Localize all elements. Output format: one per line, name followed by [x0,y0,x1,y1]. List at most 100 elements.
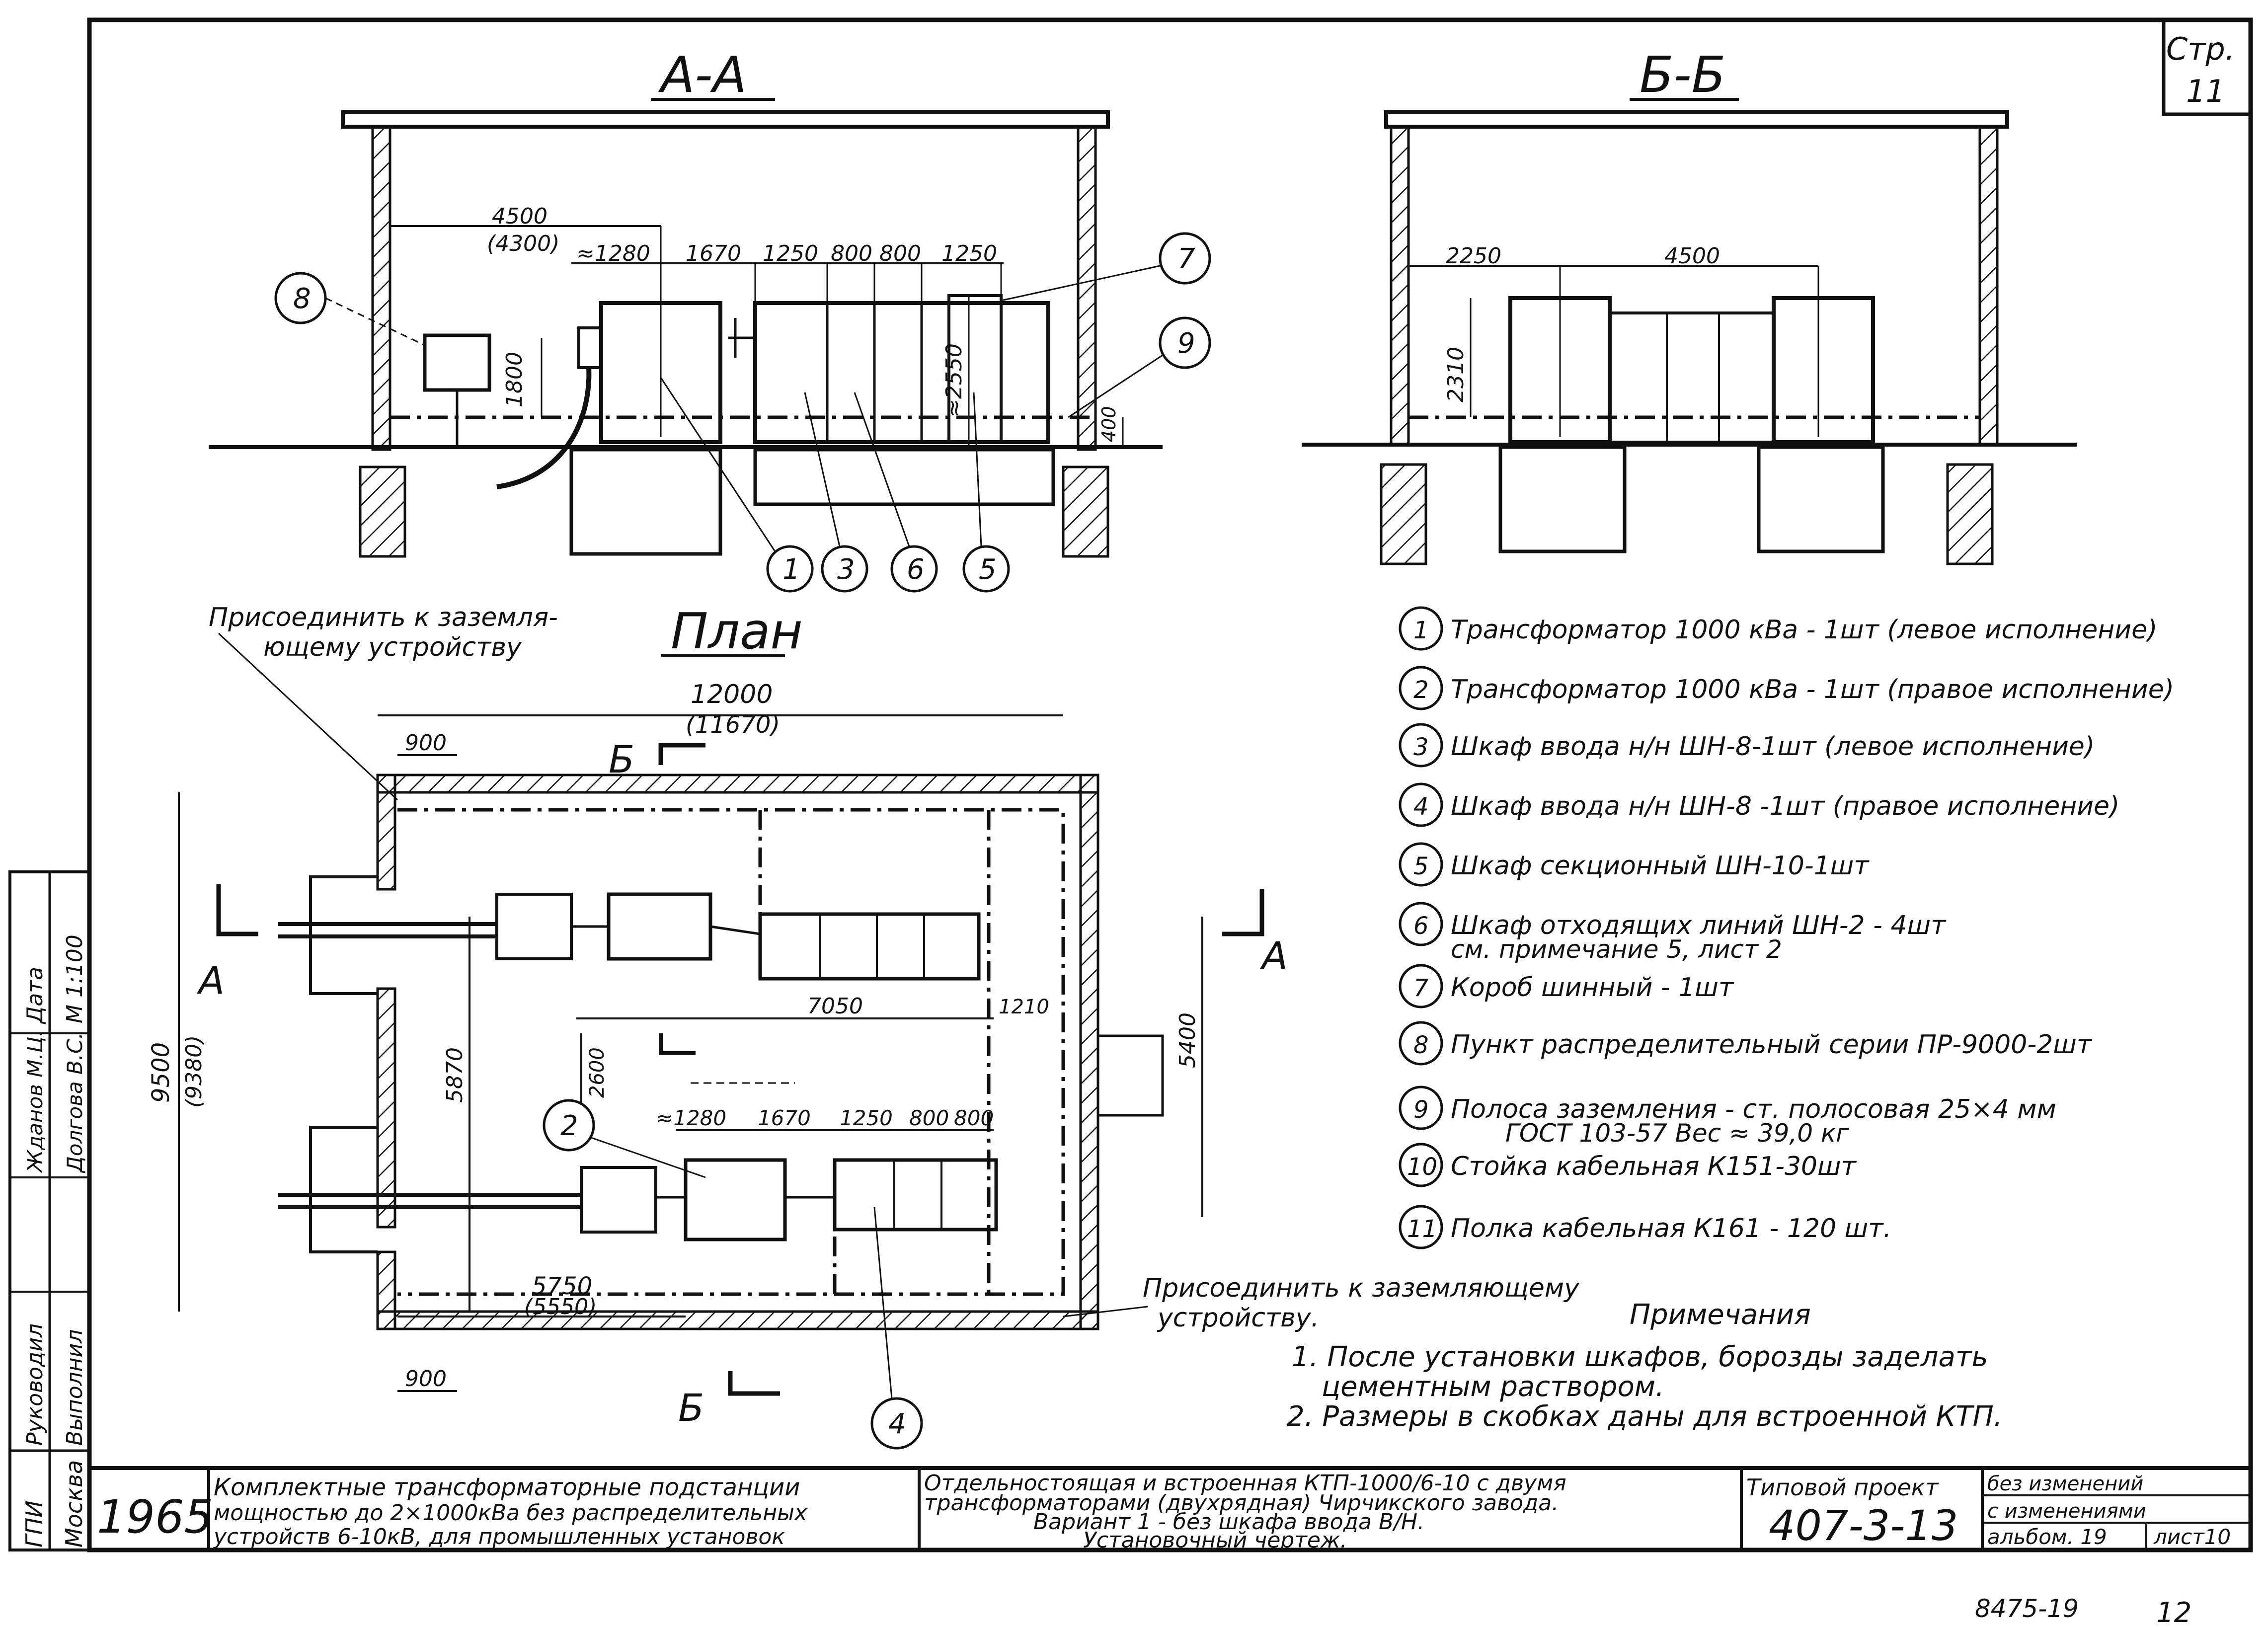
dim-plan-7050: 7050 [807,994,863,1019]
callout-2: 2 [543,1099,706,1178]
legend-subtext: см. примечание 5, лист 2 [1451,935,1782,964]
tb-desc-1: Комплектные трансформаторные подстанции [214,1473,800,1501]
ground-note-top-2: ющему устройству [263,632,522,662]
dim-aa-0: 4500 [492,204,547,229]
svg-text:7: 7 [1177,243,1195,275]
dim-plan-1250: 1250 [840,1106,893,1130]
dim-plan-1670: 1670 [758,1106,811,1130]
bottom-code: 8475-19 [1975,1594,2079,1623]
legend-text: Трансформатор 1000 кВа - 1шт (правое исп… [1451,675,2174,704]
section-aa-title: А-А [658,46,747,104]
dim-aa-8: 1800 [502,352,527,407]
dim-plan-800b: 800 [954,1106,994,1130]
ground-note-top-1: Присоединить к заземля- [209,603,558,632]
dim-aa-1: (4300) [487,231,559,256]
legend-number-circle [1399,1143,1443,1187]
note-1b: цементным раствором. [1322,1371,1664,1403]
tb-desc-2: мощностью до 2×1000кВа без распределител… [214,1500,808,1526]
dim-aa-7: 1250 [941,241,997,266]
mark-a-right: А [1259,933,1288,978]
dim-bb-2: 2310 [1443,347,1469,402]
legend-text: Полоса заземления - ст. полосовая 25×4 м… [1451,1094,2056,1124]
dim-aa-2: ≈1280 [576,241,650,266]
dim-plan-900-top: 900 [405,730,447,756]
section-aa: А-А [209,46,1211,593]
dim-plan-800a: 800 [909,1106,949,1130]
ground-note-bottom-2: устройству. [1157,1303,1319,1333]
svg-text:9: 9 [1177,327,1195,360]
dim-plan-1210: 1210 [999,996,1049,1018]
dim-plan-900-bottom: 900 [405,1366,447,1392]
dim-plan-2600: 2600 [586,1047,609,1098]
dim-plan-length: 12000 [691,680,773,709]
legend-item: 9 Полоса заземления - ст. полосовая 25×4 … [1399,1085,2056,1148]
legend-number: 7 [1413,974,1429,1002]
legend-number-circle [1399,902,1443,946]
dim-bb-0: 2250 [1446,243,1501,269]
tb-album: альбом. 19 [1987,1525,2107,1549]
bottom-page: 12 [2156,1597,2191,1627]
dim-plan-1280: ≈1280 [656,1106,726,1130]
strip-col-1: М 1:100 [62,934,87,1023]
strip-name-1: Долгова В.С. [63,1032,87,1173]
legend-number-circle [1399,723,1443,768]
legend-text: Полка кабельная К161 - 120 шт. [1451,1214,1891,1243]
callout-4: 4 [870,1207,923,1450]
tb-project-number: 407-3-13 [1769,1501,1958,1550]
legend-number-circle [1399,782,1443,827]
legend-number: 6 [1413,912,1429,940]
tb-year: 1965 [97,1490,213,1544]
dim-aa-6: 800 [879,241,921,266]
legend-item: 2 Трансформатор 1000 кВа - 1шт (правое ис… [1399,666,2174,710]
dim-aa-4: 1250 [763,241,818,266]
dim-plan-width: 9500 [147,1042,175,1103]
strip-row-1: Выполнил [62,1329,87,1446]
legend-number-circle [1399,964,1443,1008]
callout-5: 5 [962,392,1010,593]
legend-number: 5 [1413,852,1429,880]
notes-title: Примечания [1630,1299,1811,1331]
dim-plan-5400: 5400 [1175,1012,1200,1068]
tb-drawing-1: Отдельностоящая и встроенная КТП-1000/6-… [924,1471,1566,1496]
tb-with-changes: с изменениями [1987,1500,2146,1523]
legend-number: 9 [1413,1096,1429,1124]
tb-drawing-4: Установочный чертеж. [1083,1528,1347,1553]
legend-text: Шкаф ввода н/н ШН-8-1шт (левое исполнени… [1451,732,2095,762]
legend-text: Шкаф отходящих линий ШН-2 - 4шт [1451,911,1947,940]
legend-number: 8 [1413,1031,1429,1059]
page-number-box: Стр. 11 [2162,20,2251,116]
tb-desc-3: устройств 6-10кВ, для промышленных устан… [213,1524,785,1550]
callout-1: 1 [660,377,814,593]
legend-text: Шкаф секционный ШН-10-1шт [1451,851,1870,881]
mark-b-top: Б [609,737,634,781]
dim-aa-10: 400 [1098,406,1120,442]
legend-number: 2 [1413,676,1429,704]
legend-number: 1 [1413,617,1429,644]
legend-number-circle [1399,666,1443,710]
plan-title: План [671,602,803,660]
tb-project-label: Типовой проект [1746,1474,1939,1501]
dim-aa-5: 800 [831,241,872,266]
legend-text: Короб шинный - 1шт [1451,973,1734,1003]
strip-row-0: Руководил [22,1323,48,1446]
legend-item: 4 Шкаф ввода н/н ШН-8 -1шт (правое исполн… [1399,782,2119,827]
notes: Примечания 1. После установки шкафов, бо… [1287,1299,2003,1433]
legend-number: 4 [1413,793,1429,821]
legend-text: Стойка кабельная К151-30шт [1451,1152,1857,1181]
tb-no-changes: без изменений [1987,1472,2143,1495]
legend-subtext: ГОСТ 103-57 Вес ≈ 39,0 кг [1505,1119,1849,1148]
legend-text: Шкаф ввода н/н ШН-8 -1шт (правое исполне… [1451,791,2119,821]
svg-text:4: 4 [888,1408,906,1440]
note-1a: 1. После установки шкафов, борозды задел… [1292,1341,1988,1373]
legend-number-circle [1399,842,1443,887]
dim-plan-5750: 5750 [532,1272,592,1300]
title-block: 1965 Комплектные трансформаторные подста… [87,1466,2253,1553]
strip-org: ГПИ [21,1500,48,1548]
section-bb-title: Б-Б [1640,46,1725,104]
callout-7: 7 [1001,232,1211,302]
